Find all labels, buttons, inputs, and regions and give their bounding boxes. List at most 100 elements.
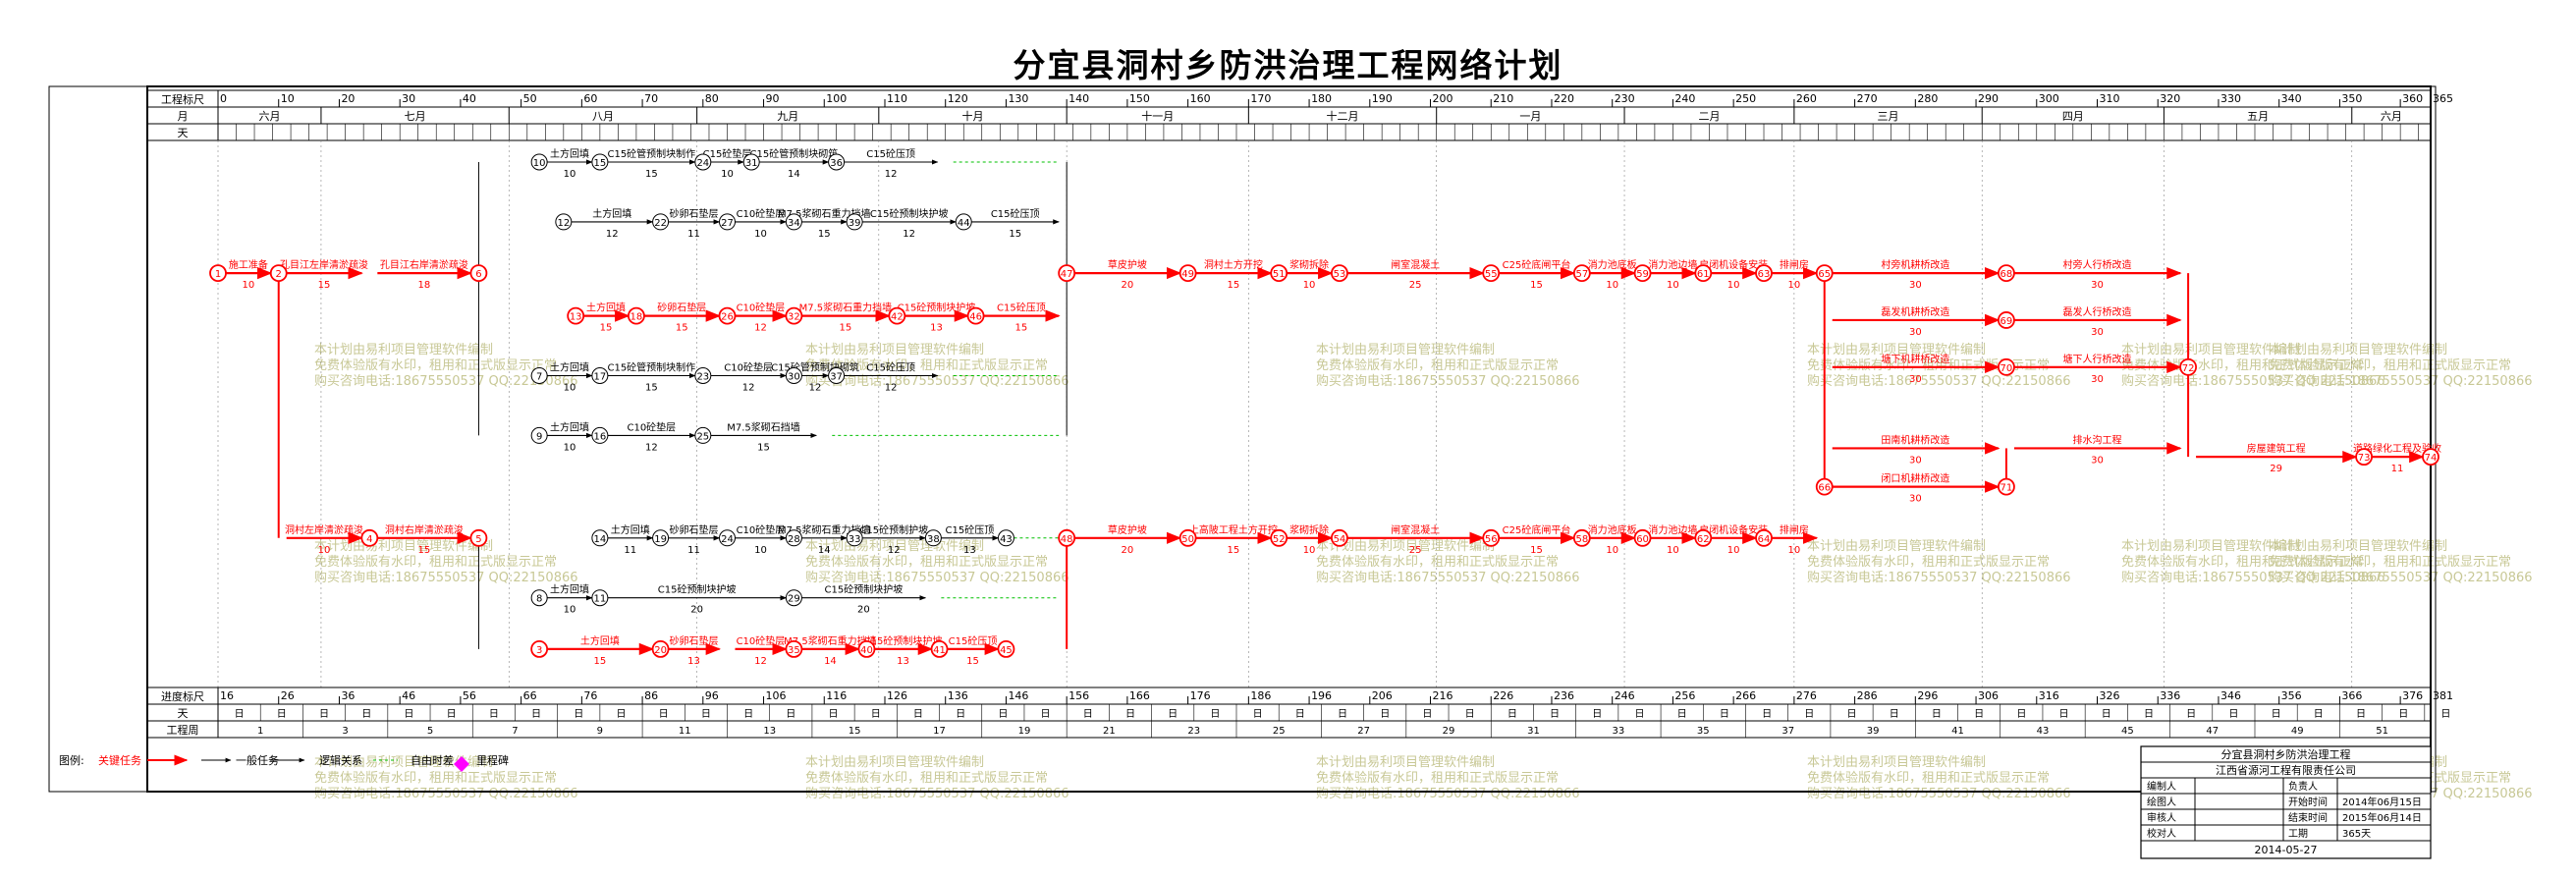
watermark-line: 购买咨询电话:18675550537 QQ:22150866 bbox=[1807, 570, 2071, 585]
legend-milestone-label: 里程碑 bbox=[476, 754, 509, 767]
week-label: 11 bbox=[679, 726, 691, 737]
bottom-day-char: 日 bbox=[447, 709, 457, 720]
activity-label: C10砼垫层 bbox=[724, 361, 773, 374]
activity-label: C25砼底闸平台 bbox=[1503, 523, 1571, 536]
bottom-tick-label: 226 bbox=[1493, 689, 1513, 702]
bottom-day-char: 日 bbox=[319, 709, 329, 720]
top-tick-label: 365 bbox=[2433, 92, 2453, 105]
watermark-line: 购买咨询电话:18675550537 QQ:22150866 bbox=[1807, 786, 2071, 801]
node-circle bbox=[2179, 357, 2197, 376]
watermark-line: 购买咨询电话:18675550537 QQ:22150866 bbox=[2269, 570, 2533, 585]
node-id: 30 bbox=[788, 372, 800, 383]
bottom-day-char: 日 bbox=[1295, 709, 1305, 720]
activity-label: 消力池边墙 bbox=[1648, 258, 1697, 271]
bottom-tick-label: 36 bbox=[341, 689, 355, 702]
bottom-tick-label: 206 bbox=[1372, 689, 1393, 702]
bottom-tick-label: 16 bbox=[220, 689, 234, 702]
node-circle bbox=[694, 153, 712, 171]
activity-label: 土方回填 bbox=[550, 147, 589, 160]
watermark-line: 购买咨询电话:18675550537 QQ:22150866 bbox=[314, 786, 578, 801]
scale-row-label: 天 bbox=[178, 127, 189, 139]
node-id: 64 bbox=[1758, 534, 1771, 545]
node-circle bbox=[1815, 477, 1834, 496]
node-circle bbox=[591, 367, 609, 384]
watermark-line: 购买咨询电话:18675550537 QQ:22150866 bbox=[805, 373, 1069, 389]
bottom-day-char: 日 bbox=[2272, 709, 2281, 720]
node-circle bbox=[652, 529, 670, 547]
watermark-line: 免费体验版有水印，租用和正式版显示正常 bbox=[805, 554, 1048, 570]
scale-row-label: 工程标尺 bbox=[161, 92, 204, 106]
node-circle bbox=[1331, 528, 1348, 547]
node-circle bbox=[469, 528, 488, 547]
outer-border bbox=[48, 85, 2437, 793]
bottom-day-char: 日 bbox=[2144, 709, 2154, 720]
month-label: 八月 bbox=[592, 110, 614, 123]
activity-label: 闭口机耕桥改造 bbox=[1881, 472, 1949, 485]
week-label: 29 bbox=[1443, 726, 1455, 737]
node-id: 6 bbox=[475, 269, 481, 280]
node-id: 44 bbox=[958, 218, 970, 229]
legend-normal-label: 一般任务 bbox=[236, 754, 279, 767]
bottom-tick-label: 326 bbox=[2100, 689, 2120, 702]
node-circle bbox=[1998, 264, 2015, 283]
month-label: 三月 bbox=[1878, 110, 1899, 123]
top-tick-label: 280 bbox=[1917, 92, 1938, 105]
activity-duration: 15 bbox=[1009, 229, 1021, 240]
node-circle bbox=[652, 213, 670, 231]
activity-duration: 10 bbox=[1667, 545, 1679, 556]
activity-label: 孔目江左岸清淤疏浚 bbox=[280, 258, 368, 271]
node-id: 8 bbox=[536, 594, 542, 605]
bottom-tick-label: 146 bbox=[1008, 689, 1028, 702]
activity-duration: 15 bbox=[645, 383, 658, 394]
node-id: 45 bbox=[1000, 645, 1013, 656]
activity-duration: 10 bbox=[1727, 545, 1740, 556]
week-label: 23 bbox=[1187, 726, 1200, 737]
activity-duration: 10 bbox=[1788, 545, 1801, 556]
node-circle bbox=[785, 213, 802, 231]
node-id: 23 bbox=[696, 372, 709, 383]
watermark-line: 购买咨询电话:18675550537 QQ:22150866 bbox=[1807, 373, 2071, 389]
week-label: 25 bbox=[1273, 726, 1286, 737]
scale-row-label: 月 bbox=[178, 110, 189, 123]
node-id: 3 bbox=[536, 645, 542, 656]
activity-duration: 15 bbox=[757, 442, 770, 453]
activity-label: 土方回填 bbox=[550, 420, 589, 433]
activity-duration: 13 bbox=[963, 545, 976, 556]
top-tick-label: 110 bbox=[887, 92, 907, 105]
activity-label: C15砼预制块护坡 bbox=[864, 634, 943, 647]
activity-duration: 11 bbox=[2391, 464, 2404, 474]
legend-title: 图例: bbox=[59, 753, 84, 767]
activity-duration: 10 bbox=[1727, 280, 1740, 291]
node-circle bbox=[209, 264, 227, 283]
top-tick-label: 170 bbox=[1250, 92, 1271, 105]
activity-label: C15砼管预制块砌筑 bbox=[771, 361, 859, 374]
activity-label: 磊发人行桥改造 bbox=[2063, 305, 2132, 318]
activity-label: 排闸房 bbox=[1780, 258, 1809, 271]
node-circle bbox=[785, 640, 803, 658]
activity-label: 施工准备 bbox=[229, 258, 268, 271]
activity-label: M7.5浆砌石挡墙 bbox=[727, 420, 800, 433]
bottom-day-char: 日 bbox=[1762, 709, 1772, 720]
top-tick-label: 30 bbox=[402, 92, 415, 105]
top-tick-label: 80 bbox=[705, 92, 719, 105]
scale-row bbox=[146, 89, 2432, 108]
month-label: 九月 bbox=[777, 110, 798, 123]
week-label: 43 bbox=[2037, 726, 2050, 737]
node-id: 73 bbox=[2358, 453, 2371, 464]
node-circle bbox=[1331, 264, 1348, 283]
top-tick-label: 320 bbox=[2160, 92, 2180, 105]
bottom-day-char: 日 bbox=[2102, 709, 2111, 720]
bottom-day-char: 日 bbox=[871, 709, 881, 720]
watermark-line: 免费体验版有水印，租用和正式版显示正常 bbox=[805, 357, 1048, 373]
activity-duration: 25 bbox=[1409, 545, 1422, 556]
node-circle bbox=[1633, 528, 1652, 547]
node-circle bbox=[651, 640, 670, 658]
top-tick-label: 70 bbox=[644, 92, 658, 105]
top-tick-label: 270 bbox=[1857, 92, 1878, 105]
activity-label: C10砼垫层 bbox=[627, 420, 676, 433]
node-id: 7 bbox=[536, 372, 542, 383]
node-id: 48 bbox=[1061, 534, 1073, 545]
watermark-line: 本计划由易利项目管理软件编制 bbox=[805, 343, 984, 357]
watermark-line: 本计划由易利项目管理软件编制 bbox=[2269, 539, 2447, 554]
